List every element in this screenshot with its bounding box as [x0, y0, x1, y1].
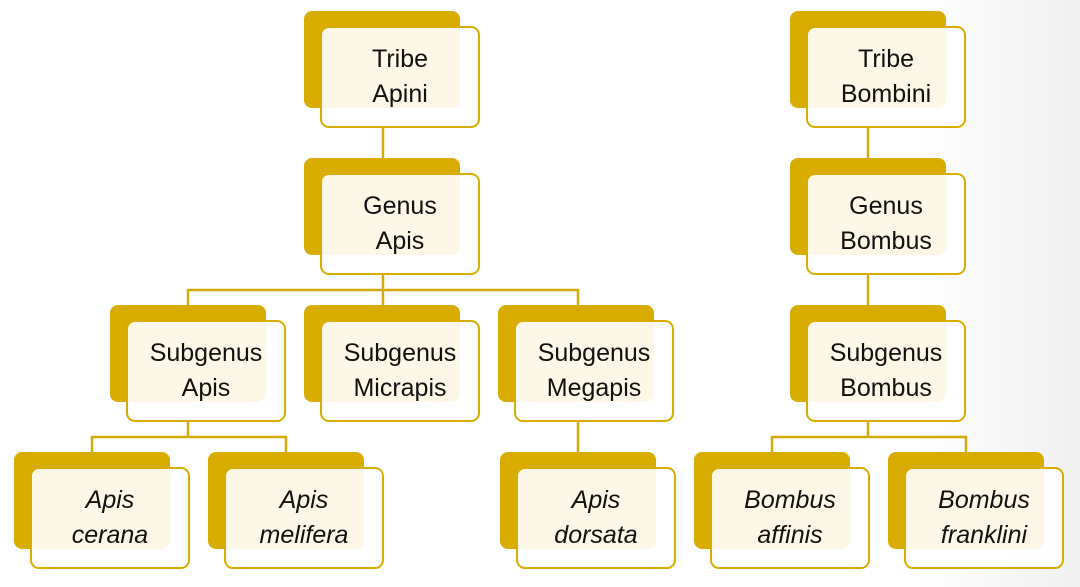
node-label-line: Genus — [363, 192, 437, 220]
node-label-line: Bombus — [938, 486, 1030, 514]
node-label-line: Micrapis — [353, 374, 447, 402]
node-label-line: Apis — [375, 227, 425, 255]
node-label-line: Apis — [85, 486, 135, 514]
node-label-line: affinis — [757, 521, 823, 549]
node-label-line: Apini — [372, 80, 428, 108]
node-label-line: Subgenus — [537, 339, 651, 367]
node-apis-dorsata: Apis dorsata — [500, 452, 676, 569]
node-label-line: Tribe — [371, 45, 429, 73]
node-apis-cerana: Apis cerana — [14, 452, 190, 569]
connector-subgenus-apis-species — [90, 422, 288, 452]
node-label-line: Megapis — [546, 374, 642, 402]
node-label-line: Bombus — [840, 227, 932, 255]
node-label-line: dorsata — [554, 521, 638, 549]
node-box: Apis melifera — [224, 467, 384, 569]
node-bombus-franklini: Bombus franklini — [888, 452, 1064, 569]
connector-subgenus-bombus-species — [770, 422, 968, 452]
node-box: Apis cerana — [30, 467, 190, 569]
node-box: Bombus franklini — [904, 467, 1064, 569]
node-label-line: Bombini — [840, 80, 932, 108]
node-label-line: Genus — [849, 192, 923, 220]
node-label-line: Subgenus — [343, 339, 457, 367]
node-bombus-affinis: Bombus affinis — [694, 452, 870, 569]
node-label-line: melifera — [259, 521, 349, 549]
node-label-line: cerana — [71, 521, 149, 549]
node-box: Bombus affinis — [710, 467, 870, 569]
node-label-line: Bombus — [840, 374, 932, 402]
node-box: Apis dorsata — [516, 467, 676, 569]
node-label-line: Bombus — [744, 486, 836, 514]
node-label-line: Apis — [279, 486, 329, 514]
node-label-line: Tribe — [857, 45, 915, 73]
node-label-line: Subgenus — [829, 339, 943, 367]
connector-genus-apis-subgenera — [186, 275, 580, 305]
node-label-line: Apis — [181, 374, 231, 402]
node-label-line: franklini — [940, 521, 1028, 549]
node-label-line: Apis — [571, 486, 621, 514]
node-label-line: Subgenus — [149, 339, 263, 367]
node-apis-melifera: Apis melifera — [208, 452, 384, 569]
